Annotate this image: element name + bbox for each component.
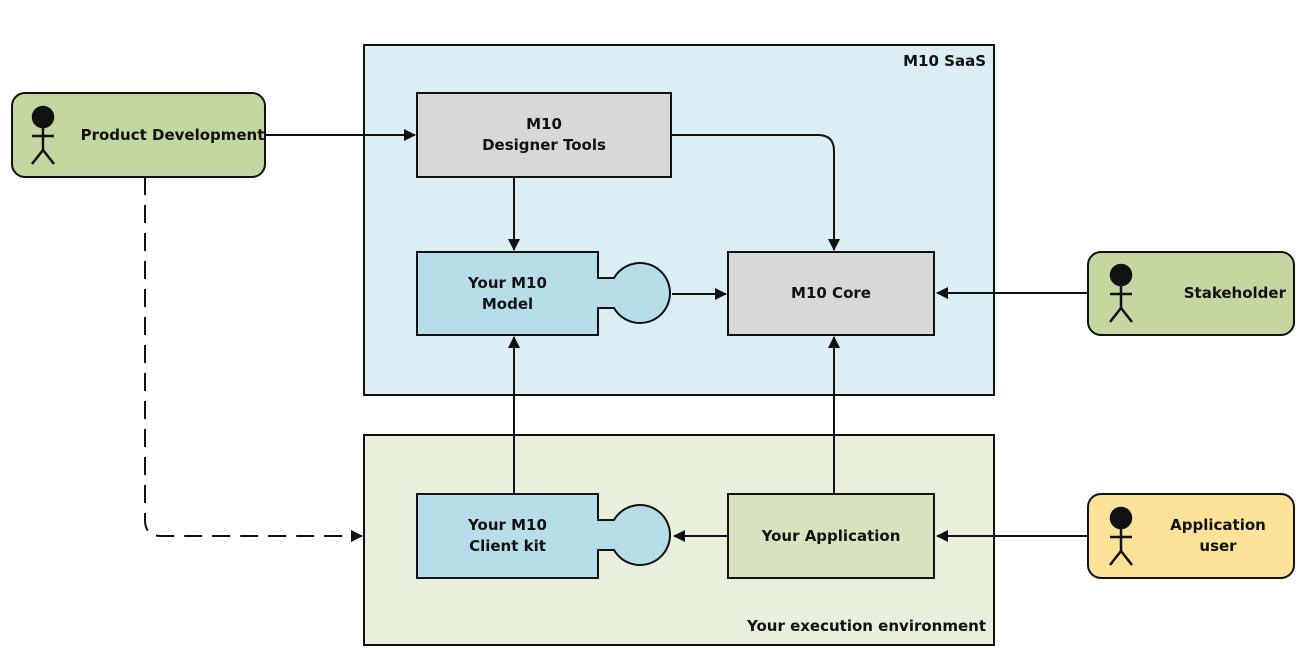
stick-figure-icon	[31, 105, 55, 165]
stakeholder-label: Stakeholder	[1183, 284, 1286, 302]
model-label: Your M10 Model	[468, 273, 547, 313]
client-kit-label: Your M10 Client kit	[468, 516, 547, 555]
core-label: M10 Core	[791, 284, 871, 302]
core-box	[727, 251, 935, 336]
stick-figure-icon	[1109, 263, 1133, 323]
model-box	[416, 251, 671, 336]
client-kit-box	[416, 493, 671, 579]
application-user-label: Application user	[1170, 516, 1266, 555]
product-development-label: Product Development	[80, 125, 265, 144]
saas-region-label: M10 SaaS	[903, 52, 986, 70]
stick-figure-icon	[1109, 506, 1133, 566]
execution-region-label: Your execution environment	[746, 617, 986, 635]
dashed-arrow-product-dev-to-execution	[144, 177, 363, 542]
arrow-designer-to-core	[671, 134, 840, 251]
designer-tools-label: M10 Designer Tools	[482, 115, 606, 154]
application-box	[727, 493, 935, 579]
designer-tools-box	[416, 92, 672, 178]
application-label: Your Application	[761, 526, 901, 545]
